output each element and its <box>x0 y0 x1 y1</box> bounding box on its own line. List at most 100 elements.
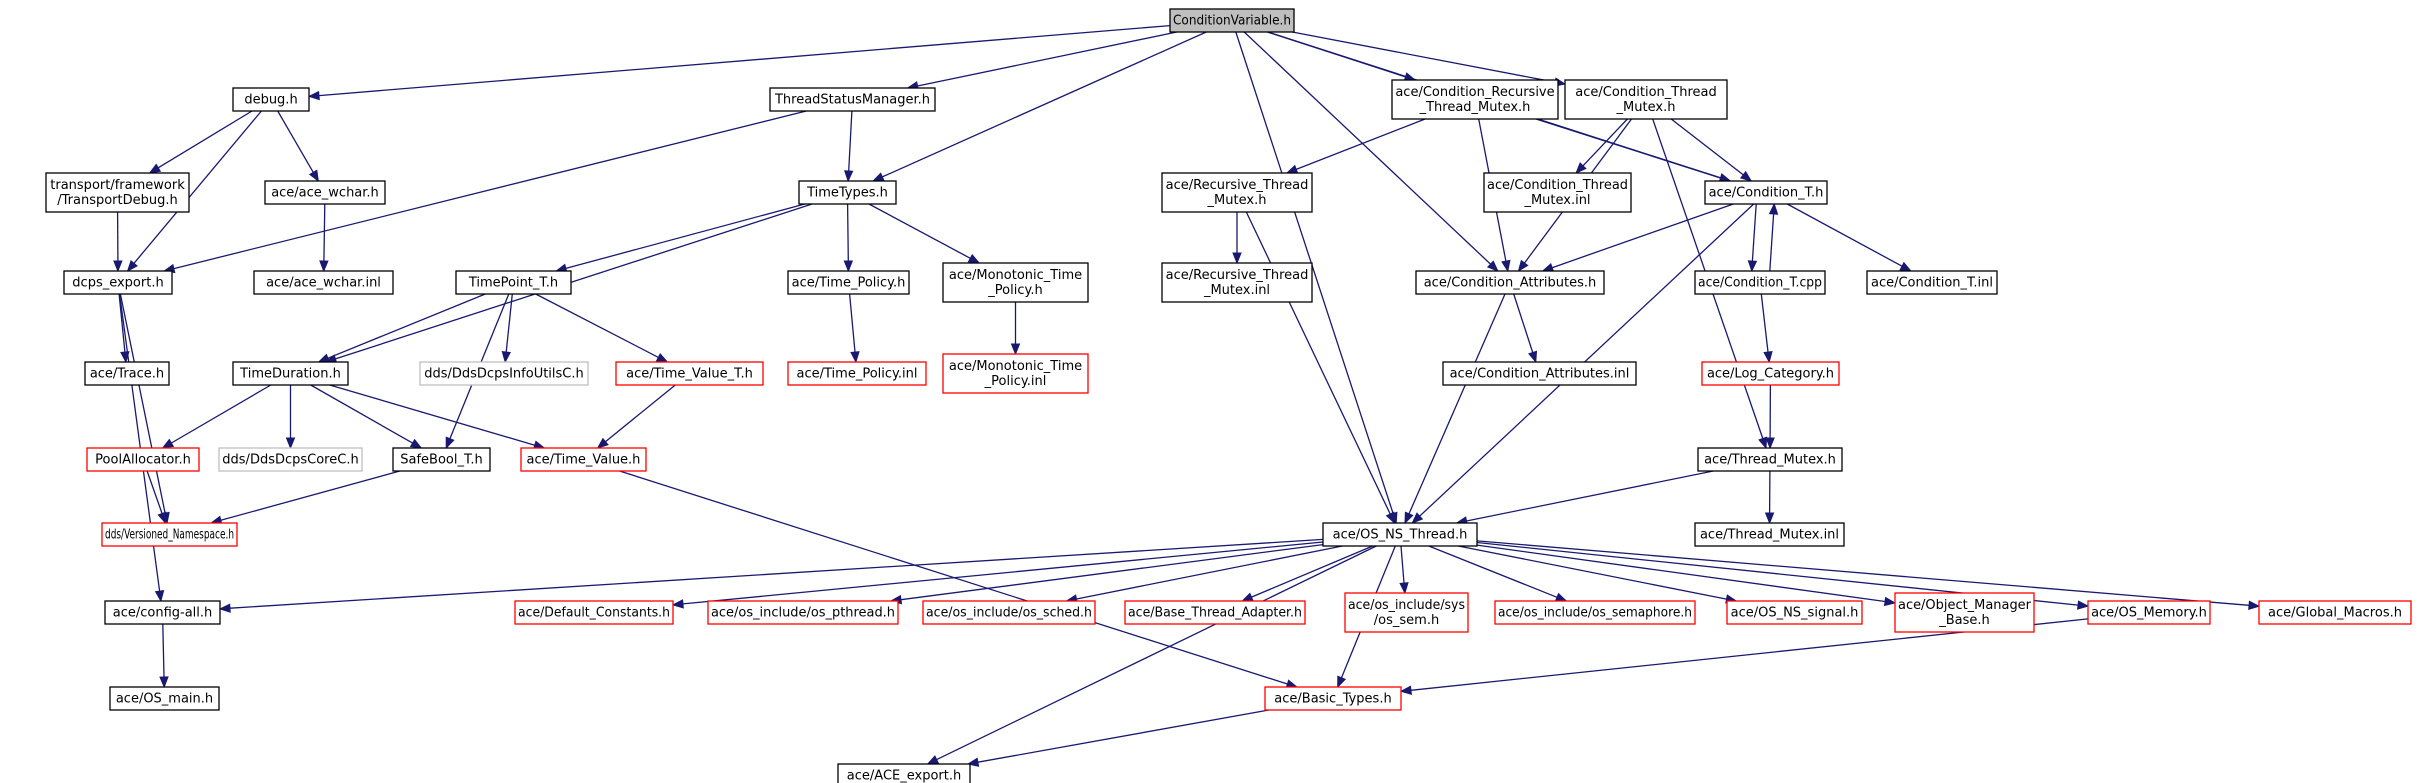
node-box <box>264 180 386 205</box>
node-box <box>922 600 1096 625</box>
node-ctminl[interactable]: ace/Condition_Thread_Mutex.inl <box>1483 172 1632 213</box>
node-logcat[interactable]: ace/Log_Category.h <box>1701 361 1840 386</box>
node-label: ace/Recursive_Thread <box>1166 178 1309 193</box>
node-label: dds/DdsDcpsCoreC.h <box>222 453 358 468</box>
node-timepolicy[interactable]: ace/Time_Policy.h <box>787 270 910 295</box>
node-tsm[interactable]: ThreadStatusManager.h <box>769 87 936 112</box>
node-debug[interactable]: debug.h <box>232 87 310 112</box>
node-condattr[interactable]: ace/Condition_Attributes.h <box>1415 270 1605 295</box>
node-ossched[interactable]: ace/os_include/os_sched.h <box>922 600 1096 625</box>
node-monotpinl[interactable]: ace/Monotonic_Time_Policy.inl <box>942 353 1089 394</box>
node-poolalloc[interactable]: PoolAllocator.h <box>86 447 200 472</box>
arrowhead <box>1739 170 1753 182</box>
node-timevaluet[interactable]: ace/Time_Value_T.h <box>615 361 764 386</box>
node-label: debug.h <box>244 93 297 108</box>
node-ctm[interactable]: ace/Condition_Thread_Mutex.h <box>1564 79 1728 120</box>
edge-line <box>335 203 813 360</box>
node-box <box>45 172 190 213</box>
node-osmain[interactable]: ace/OS_main.h <box>109 686 220 711</box>
node-ossemaphore[interactable]: ace/os_include/os_semaphore.h <box>1494 600 1696 625</box>
edge-line <box>1760 293 1769 353</box>
node-label: ace/Monotonic_Time <box>949 359 1082 374</box>
edge-line <box>133 110 262 264</box>
edge-line <box>846 203 849 262</box>
edge-timevaluet-to-timevalue <box>596 384 676 449</box>
node-condtinl[interactable]: ace/Condition_T.inl <box>1866 270 1998 295</box>
edge-timeduration-to-poolalloc <box>161 384 272 449</box>
node-label: _Policy.inl <box>984 374 1047 389</box>
node-label: ace/Condition_T.inl <box>1871 276 1993 291</box>
node-box <box>2258 600 2412 625</box>
node-condt[interactable]: ace/Condition_T.h <box>1704 180 1828 205</box>
node-ospthread[interactable]: ace/os_include/os_pthread.h <box>707 600 899 625</box>
edge-timepoint-to-timeduration <box>317 293 486 363</box>
edge-timevalue-to-basictypes <box>619 470 1299 689</box>
node-dcps[interactable]: dcps_export.h <box>63 270 173 295</box>
edge-condtcpp-to-logcat <box>1760 293 1773 364</box>
edge-debug-to-tpf <box>148 110 253 174</box>
node-timetypes[interactable]: TimeTypes.h <box>798 180 897 205</box>
node-label: _Policy.h <box>987 283 1042 298</box>
node-timepolicyinl[interactable]: ace/Time_Policy.inl <box>787 361 927 386</box>
arrowhead <box>445 436 455 450</box>
edge-line <box>1251 545 1373 598</box>
arrowhead <box>409 438 423 449</box>
node-basictypes[interactable]: ace/Basic_Types.h <box>1264 686 1402 711</box>
edge-line <box>327 293 486 359</box>
node-timepoint[interactable]: TimePoint_T.h <box>455 270 572 295</box>
arrowhead <box>967 253 981 264</box>
node-rtm[interactable]: ace/Recursive_Thread_Mutex.h <box>1161 172 1313 213</box>
edge-line <box>682 541 1324 605</box>
node-osmemory[interactable]: ace/OS_Memory.h <box>2087 600 2211 625</box>
node-timevalue[interactable]: ace/Time_Value.h <box>520 447 647 472</box>
node-box <box>615 361 764 386</box>
edge-threadmutex-to-threadmutexinl <box>1764 470 1775 525</box>
node-defconst[interactable]: ace/Default_Constants.h <box>514 600 674 625</box>
arrowhead <box>1747 260 1758 273</box>
edge-debug-to-acewchar <box>277 110 319 183</box>
node-tpf[interactable]: transport/framework/TransportDebug.h <box>45 172 190 213</box>
node-trace[interactable]: ace/Trace.h <box>84 361 170 386</box>
node-acewchar[interactable]: ace/ace_wchar.h <box>264 180 386 205</box>
node-aceexport[interactable]: ace/ACE_export.h <box>837 763 971 783</box>
node-osnssignal[interactable]: ace/OS_NS_signal.h <box>1726 600 1863 625</box>
edge-safebool-to-versioned <box>209 470 400 525</box>
node-monotp[interactable]: ace/Monotonic_Time_Policy.h <box>942 262 1089 303</box>
node-box <box>1391 79 1559 120</box>
node-acewcharinl[interactable]: ace/ace_wchar.inl <box>253 270 394 295</box>
node-box <box>1494 600 1696 625</box>
node-versioned[interactable]: dds/Versioned_Namespace.h <box>101 522 238 547</box>
node-label: ace/OS_NS_signal.h <box>1731 606 1859 621</box>
node-box <box>1124 600 1306 625</box>
node-rtminl[interactable]: ace/Recursive_Thread_Mutex.inl <box>1161 262 1313 303</box>
node-objmgr[interactable]: ace/Object_Manager_Base.h <box>1894 592 2035 633</box>
node-osns[interactable]: ace/OS_NS_Thread.h <box>1322 522 1478 547</box>
edge-cv-to-tsm <box>906 31 1177 91</box>
node-box <box>1694 270 1826 295</box>
node-ddsinfo[interactable]: dds/DdsDcpsInfoUtilsC.h <box>419 361 589 386</box>
node-ddscore[interactable]: dds/DdsDcpsCoreC.h <box>218 447 363 472</box>
node-timeduration[interactable]: TimeDuration.h <box>232 361 349 386</box>
node-crtm[interactable]: ace/Condition_Recursive_Thread_Mutex.h <box>1391 79 1559 120</box>
node-label: SafeBool_T.h <box>400 453 483 468</box>
edge-configall-to-osmain <box>159 623 169 689</box>
edge-line <box>882 31 1207 178</box>
node-threadmutexinl[interactable]: ace/Thread_Mutex.inl <box>1694 522 1845 547</box>
node-label: TimeDuration.h <box>239 367 341 382</box>
arrowhead <box>2077 600 2090 610</box>
node-globalmacros[interactable]: ace/Global_Macros.h <box>2258 600 2412 625</box>
node-ossem[interactable]: ace/os_include/sys/os_sem.h <box>1344 592 1469 633</box>
node-label: ace/Global_Macros.h <box>2268 606 2402 621</box>
node-condattrinl[interactable]: ace/Condition_Attributes.inl <box>1442 361 1637 386</box>
arrowhead <box>843 170 854 183</box>
node-safebool[interactable]: SafeBool_T.h <box>392 447 491 472</box>
arrowhead <box>1337 675 1347 689</box>
node-threadmutex[interactable]: ace/Thread_Mutex.h <box>1697 447 1843 472</box>
edge-osns-to-defconst <box>671 541 1324 609</box>
node-label: ace/ACE_export.h <box>847 769 961 783</box>
node-condtcpp[interactable]: ace/Condition_T.cpp <box>1694 270 1826 295</box>
node-box <box>769 87 936 112</box>
edge-line <box>917 31 1177 87</box>
node-basethread[interactable]: ace/Base_Thread_Adapter.h <box>1124 600 1306 625</box>
node-configall[interactable]: ace/config-all.h <box>104 600 221 625</box>
